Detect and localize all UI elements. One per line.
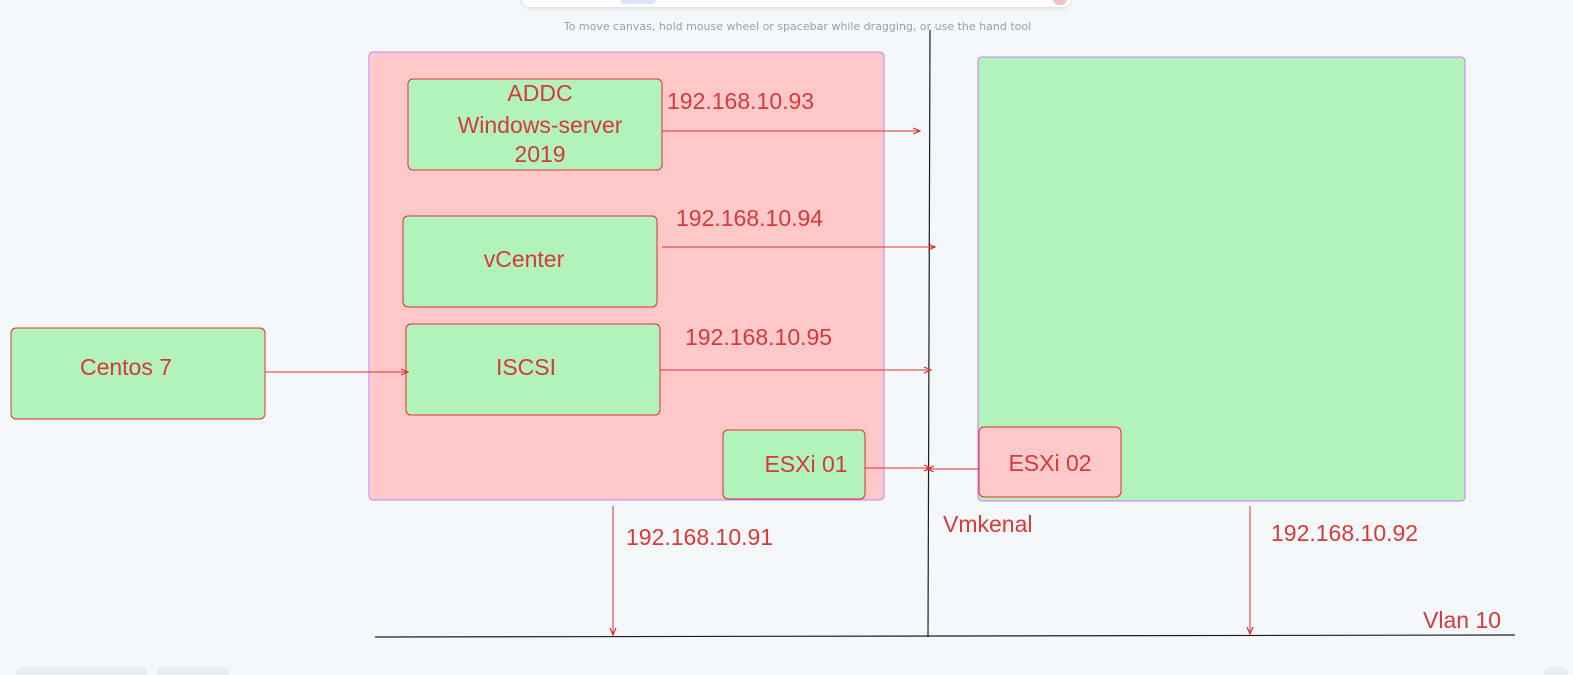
bottom-undo-redo[interactable] (157, 667, 229, 675)
centos-label: Centos 7 (80, 354, 172, 380)
centos-node[interactable] (10, 327, 266, 420)
toolbar-close-icon[interactable] (1053, 0, 1067, 5)
bottom-help-button[interactable] (1544, 667, 1568, 675)
ip-esxi02-label: 192.168.10.92 (1271, 520, 1418, 546)
addc-node[interactable] (407, 78, 663, 171)
ip-esxi01-label: 192.168.10.91 (626, 524, 773, 550)
canvas-hint: To move canvas, hold mouse wheel or spac… (563, 20, 1032, 33)
vlan-line[interactable] (374, 634, 1516, 638)
esxi02-label: ESXi 02 (1008, 450, 1091, 476)
ip-addc-label: 192.168.10.93 (667, 88, 814, 114)
ip-vcenter-label: 192.168.10.94 (676, 205, 823, 231)
esxi02-host-frame[interactable] (977, 56, 1466, 502)
esxi01-label: ESXi 01 (764, 451, 847, 477)
addc-label-line2: Windows-server (458, 112, 623, 138)
iscsi-label: ISCSI (496, 354, 556, 380)
vmkernel-line[interactable] (927, 29, 931, 638)
ip-iscsi-label: 192.168.10.95 (685, 324, 832, 350)
vlan-label: Vlan 10 (1423, 607, 1501, 633)
top-toolbar[interactable] (522, 0, 1071, 7)
addc-label-line3: 2019 (514, 141, 565, 167)
toolbar-active-tab[interactable] (620, 0, 656, 4)
addc-label-line1: ADDC (507, 80, 572, 106)
esxi02-node[interactable] (978, 426, 1122, 498)
vcenter-label: vCenter (484, 246, 565, 272)
bottom-zoom-controls[interactable] (16, 667, 147, 675)
esxi01-node[interactable] (722, 429, 866, 500)
vcenter-node[interactable] (402, 215, 658, 308)
vmkernel-label: Vmkenal (943, 511, 1032, 537)
